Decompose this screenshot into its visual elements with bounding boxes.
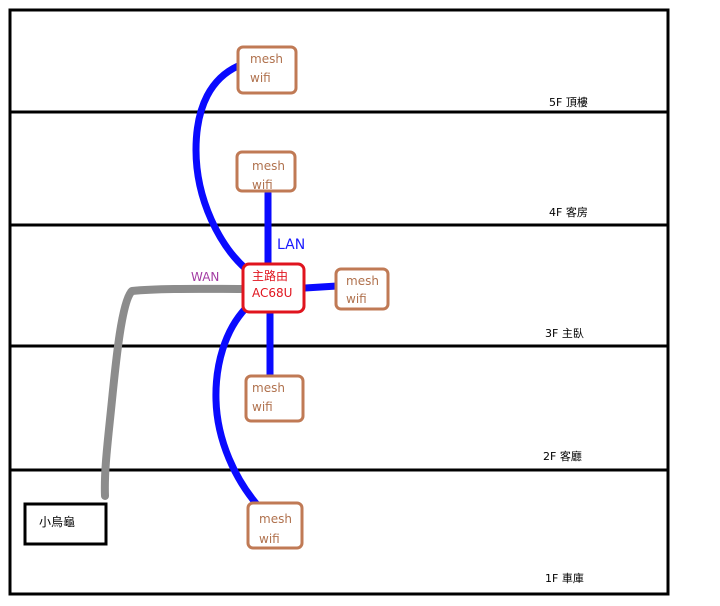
mesh-node-box bbox=[244, 374, 305, 423]
mesh-node-label-line2: wifi bbox=[250, 71, 271, 85]
mesh-node-label-line1: mesh bbox=[252, 381, 285, 395]
mesh-node-4f[interactable]: mesh wifi bbox=[235, 150, 297, 193]
building-outline bbox=[8, 8, 670, 596]
router-label-line1: 主路由 bbox=[252, 268, 288, 283]
mesh-node-2f[interactable]: mesh wifi bbox=[244, 374, 305, 423]
mesh-node-5f[interactable]: mesh wifi bbox=[236, 45, 298, 95]
lan-cable-3f bbox=[301, 282, 341, 292]
mesh-node-label-line1: mesh bbox=[250, 52, 283, 66]
mesh-node-3f[interactable]: mesh wifi bbox=[334, 267, 390, 311]
modem-label: 小烏龜 bbox=[39, 515, 75, 529]
mesh-node-label-line2: wifi bbox=[252, 400, 273, 414]
mesh-node-box bbox=[246, 501, 304, 550]
router-box bbox=[241, 262, 306, 314]
lan-cable-1f bbox=[212, 304, 264, 512]
wan-label: WAN bbox=[191, 270, 219, 284]
mesh-node-box bbox=[236, 45, 298, 95]
floor-label-5f: 5F 頂樓 bbox=[549, 95, 588, 109]
floor-label-3f: 3F 主臥 bbox=[545, 327, 584, 340]
mesh-node-label-line2: wifi bbox=[252, 178, 273, 192]
mesh-node-label-line1: mesh bbox=[346, 274, 379, 288]
floor-label-1f: 1F 車庫 bbox=[545, 571, 584, 585]
mesh-node-1f[interactable]: mesh wifi bbox=[246, 501, 304, 550]
wan-cable bbox=[100, 284, 248, 500]
main-router[interactable]: 主路由 AC68U bbox=[241, 262, 306, 314]
floor-label-4f: 4F 客房 bbox=[549, 205, 588, 219]
mesh-node-box bbox=[334, 267, 390, 311]
router-label-line2: AC68U bbox=[252, 286, 292, 300]
modem-box bbox=[23, 502, 108, 546]
floor-label-2f: 2F 客廳 bbox=[543, 449, 582, 463]
mesh-node-label-line2: wifi bbox=[259, 532, 280, 546]
modem[interactable]: 小烏龜 bbox=[23, 502, 108, 546]
lan-label: LAN bbox=[277, 237, 305, 253]
lan-cable-5f bbox=[192, 62, 250, 273]
lan-cables bbox=[192, 62, 341, 512]
mesh-node-label-line2: wifi bbox=[346, 292, 367, 306]
mesh-node-label-line1: mesh bbox=[252, 159, 285, 173]
mesh-node-label-line1: mesh bbox=[259, 512, 292, 526]
building bbox=[8, 8, 670, 596]
mesh-node-box bbox=[235, 150, 297, 193]
